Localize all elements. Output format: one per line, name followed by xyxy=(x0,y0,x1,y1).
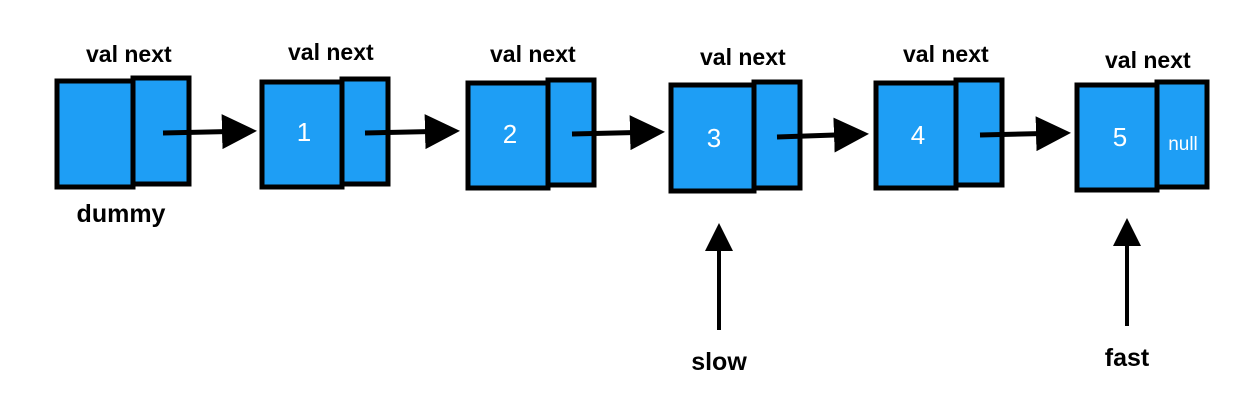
node-3-value: 3 xyxy=(707,123,721,153)
node-2-header: val next xyxy=(490,41,576,67)
node-5-value: 5 xyxy=(1113,122,1127,152)
node-1-value: 1 xyxy=(297,117,311,147)
node-3: val next 3 xyxy=(668,44,869,194)
pointer-slow: slow xyxy=(691,223,747,376)
node-3-header: val next xyxy=(700,44,786,70)
node-5-next-null-text: null xyxy=(1168,134,1198,155)
node-2-value: 2 xyxy=(503,119,517,149)
node-4-value: 4 xyxy=(911,120,925,150)
node-4-header: val next xyxy=(903,41,989,67)
node-1: val next 1 xyxy=(259,39,460,190)
node-dummy: val next dummy xyxy=(54,41,257,228)
node-5: val next 5 null xyxy=(1074,47,1210,193)
link-arrow-2-to-3 xyxy=(571,115,665,151)
node-dummy-header: val next xyxy=(86,41,172,67)
pointer-slow-label: slow xyxy=(691,348,747,376)
link-arrow-dummy-to-1 xyxy=(162,114,257,150)
node-4-val-cell xyxy=(873,80,959,191)
link-arrow-4-to-5 xyxy=(979,116,1071,152)
pointer-fast-label: fast xyxy=(1105,344,1150,372)
pointer-fast: fast xyxy=(1105,218,1150,372)
node-5-header: val next xyxy=(1105,47,1191,73)
node-4: val next 4 xyxy=(873,41,1071,191)
node-5-next-cell xyxy=(1154,79,1210,190)
node-5-val-cell xyxy=(1074,82,1160,193)
link-arrow-3-to-4 xyxy=(776,117,869,153)
node-2: val next 2 xyxy=(465,41,665,191)
link-arrow-1-to-2 xyxy=(364,114,460,150)
node-1-val-cell xyxy=(259,79,345,190)
node-1-header: val next xyxy=(288,39,374,65)
node-dummy-caption: dummy xyxy=(77,200,166,228)
node-dummy-val-cell xyxy=(54,78,136,190)
